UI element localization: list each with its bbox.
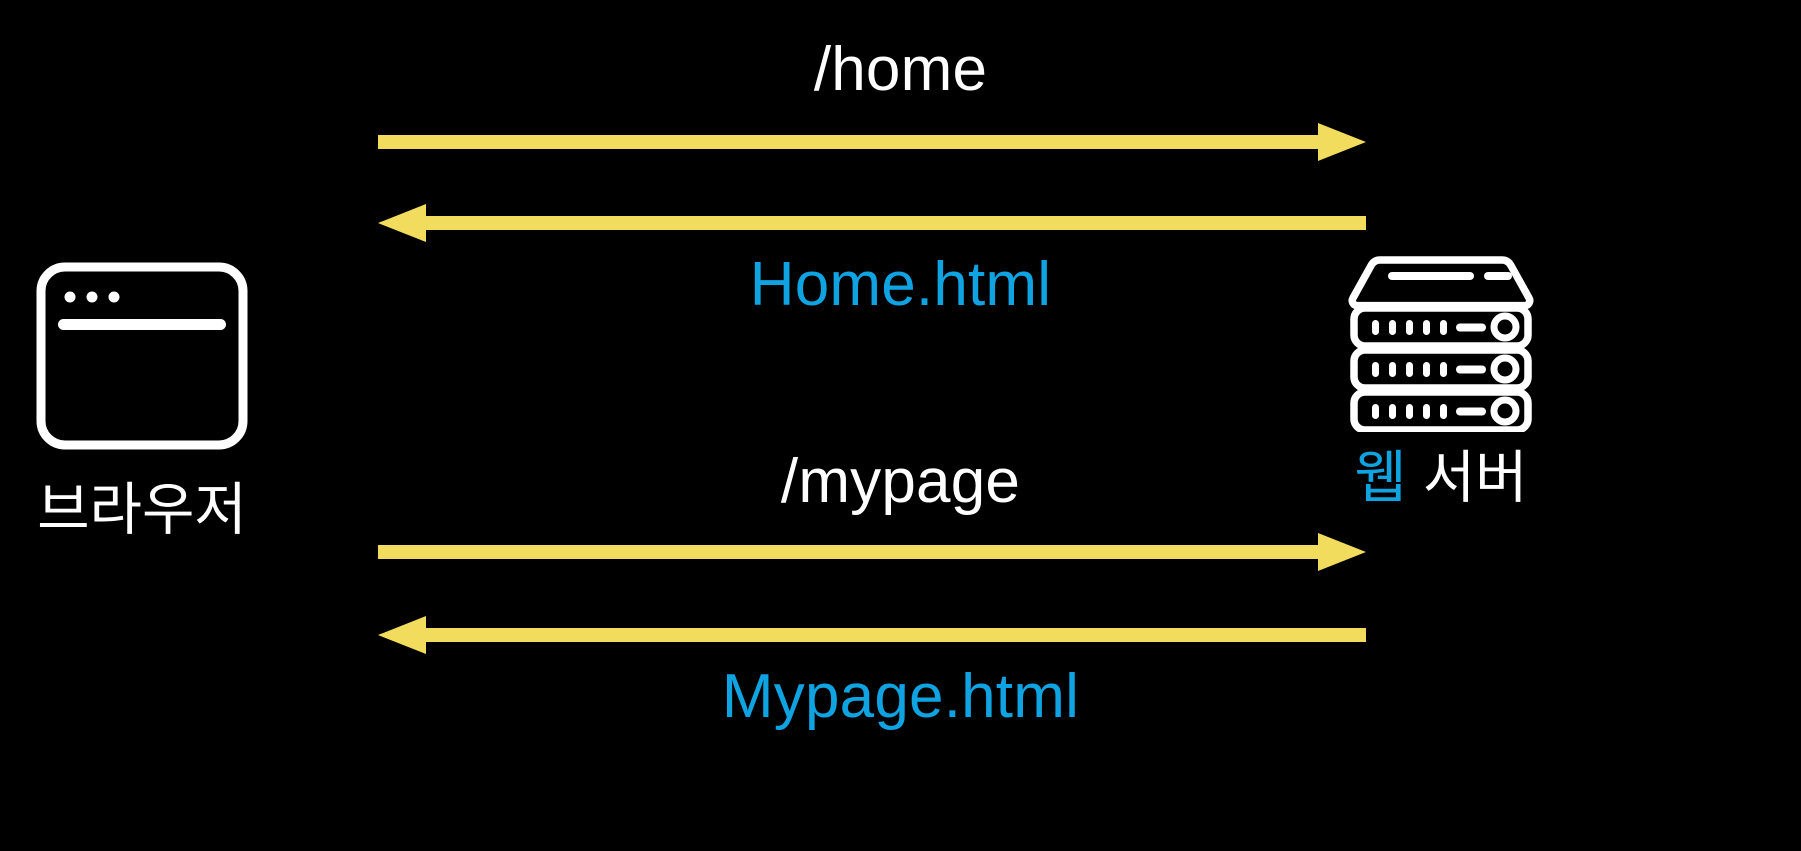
request-label-home: /home [813,35,988,104]
request-arrow-mypage [378,532,1366,572]
client-label: 브라우저 [0,478,284,544]
response-label-home: Home.html [749,250,1052,319]
request-arrow-home [378,122,1366,162]
browser-window-icon [36,262,248,450]
server-label: 웹 서버 [1296,446,1586,512]
client-label-text: 브라우저 [37,478,247,542]
request-label-mypage: /mypage [780,447,1021,516]
response-arrow-home [378,203,1366,243]
response-arrow-mypage [378,615,1366,655]
server-label-highlight: 웹 [1354,446,1407,510]
server-label-rest: 서버 [1406,446,1528,510]
server-rack-icon [1348,252,1534,432]
response-label-mypage: Mypage.html [721,662,1080,731]
